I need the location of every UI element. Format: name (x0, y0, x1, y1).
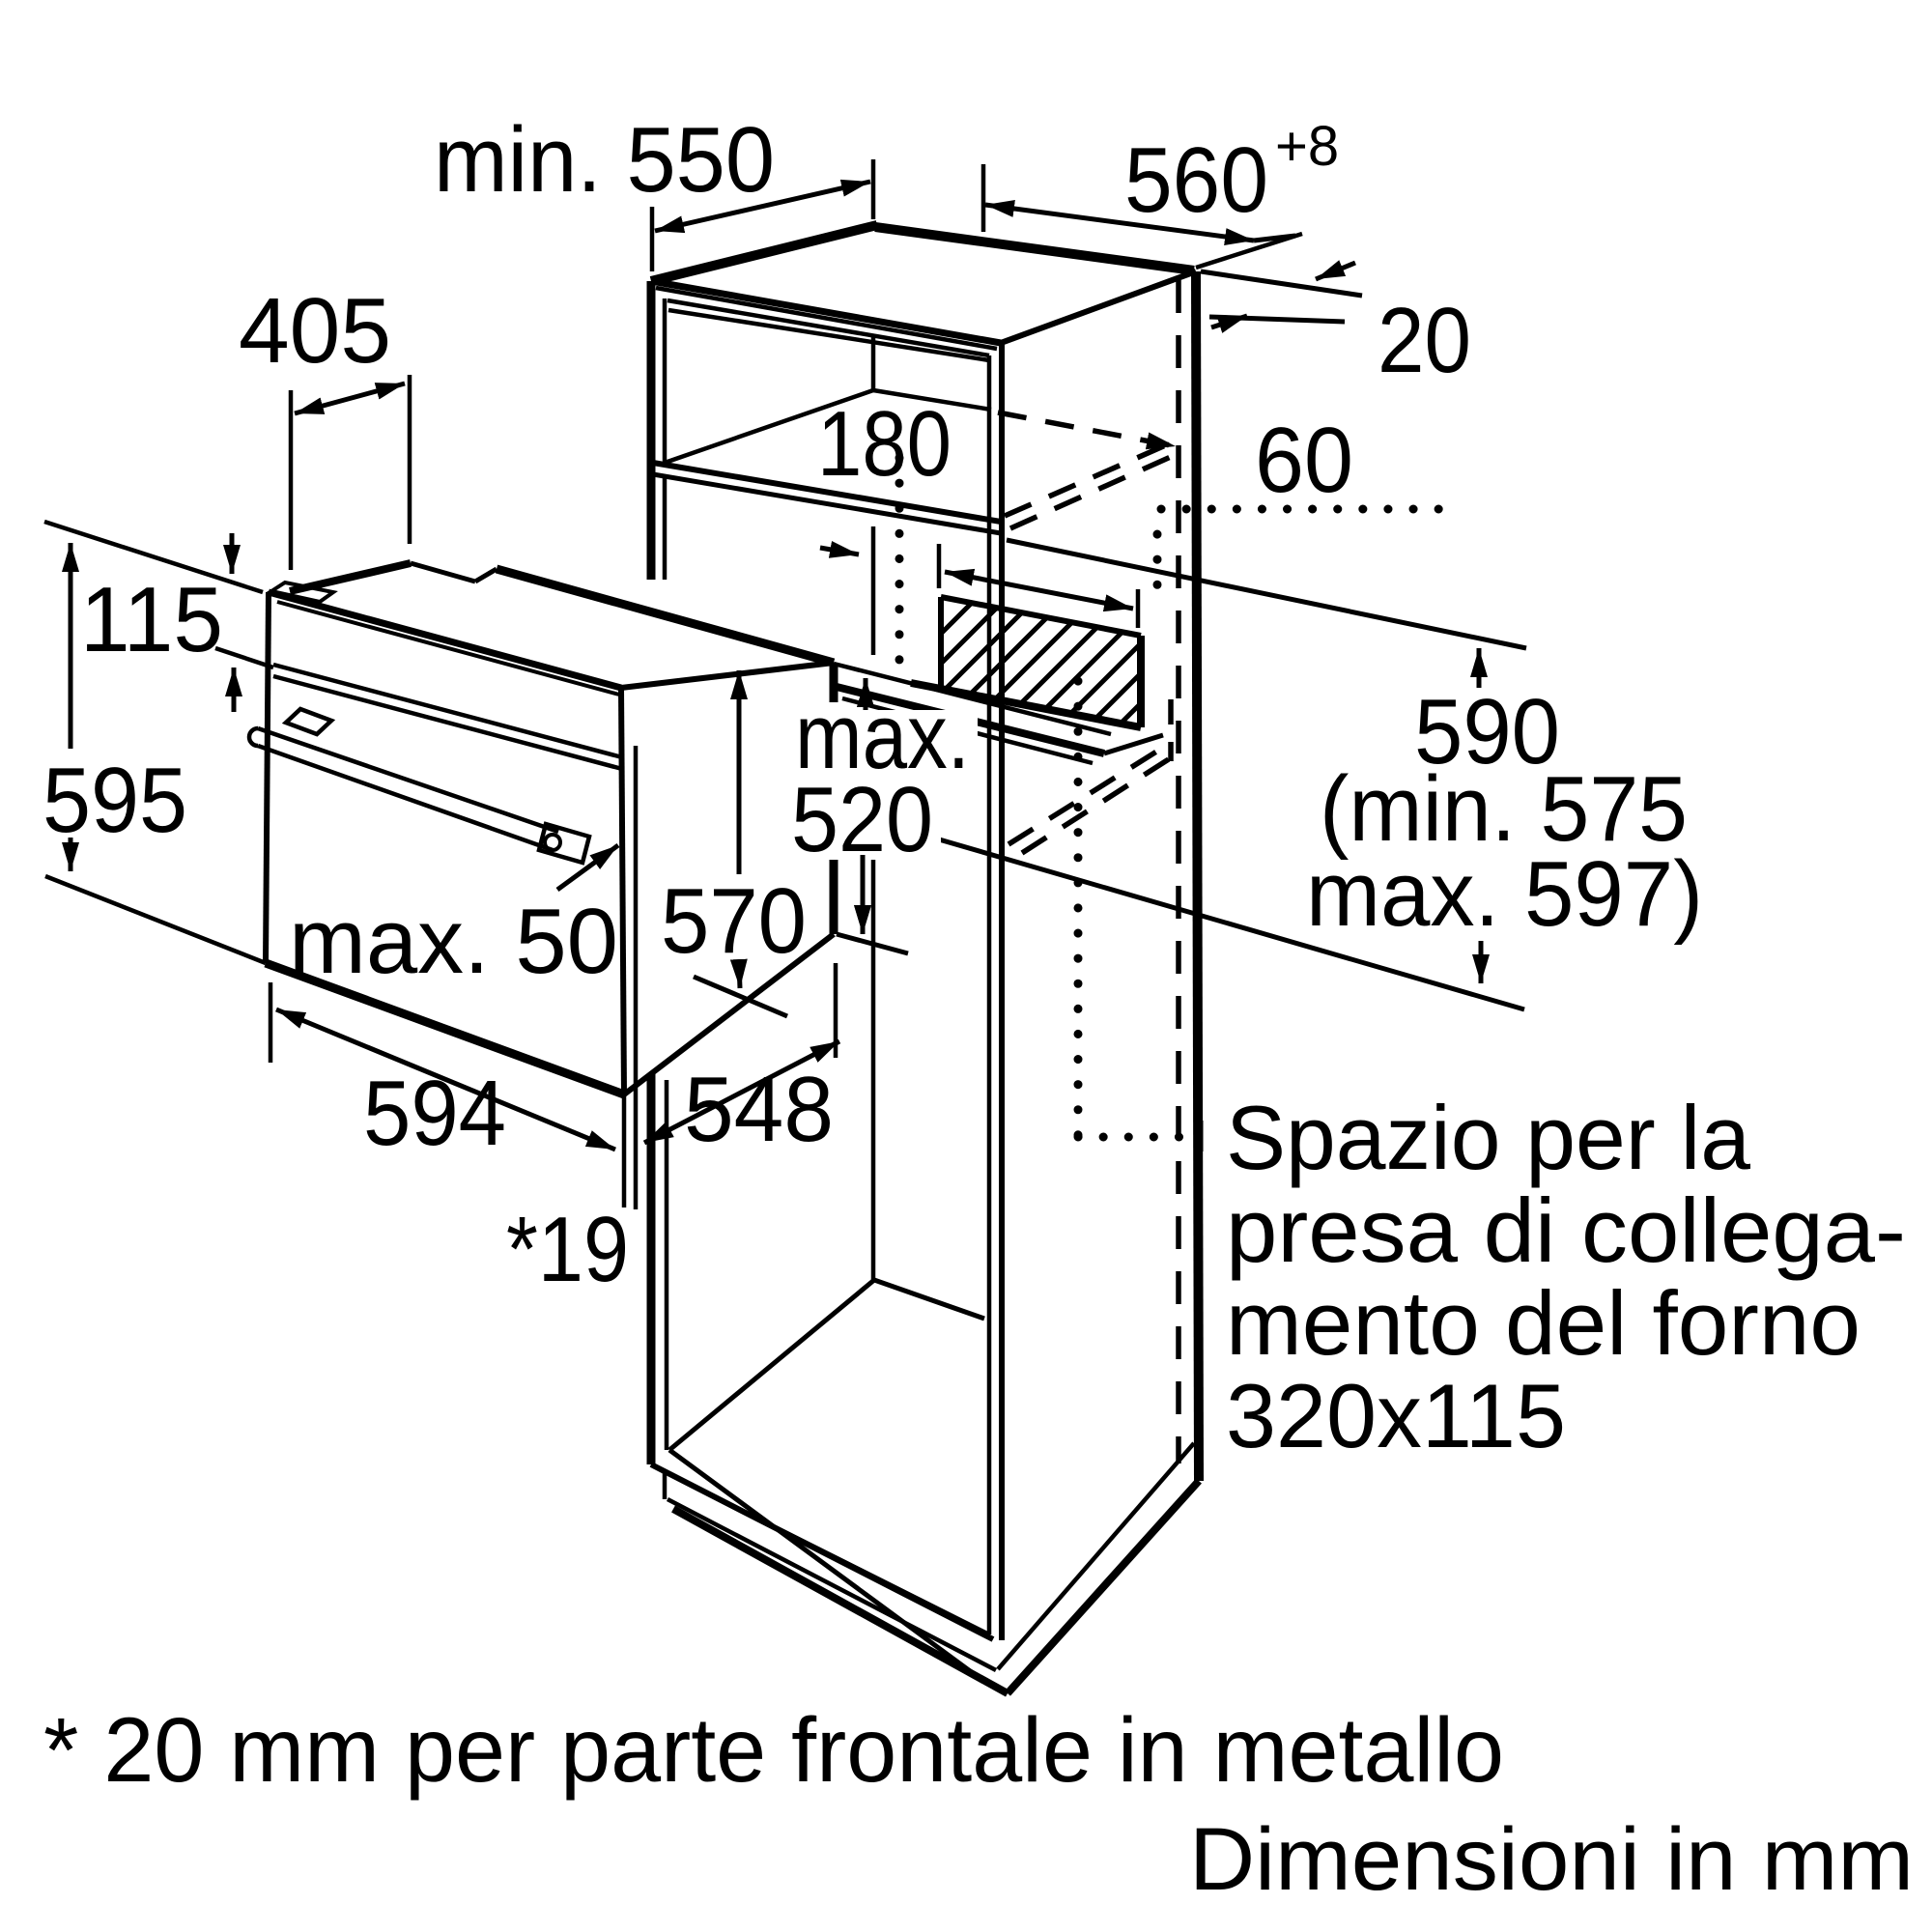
svg-text:570: 570 (661, 869, 807, 973)
svg-text:590: 590 (1414, 680, 1560, 783)
svg-text:320x115: 320x115 (1226, 1365, 1566, 1466)
svg-text:max.: max. (795, 685, 970, 788)
svg-text:405: 405 (239, 279, 391, 383)
svg-text:180: 180 (817, 392, 952, 496)
svg-text:* 20 mm per parte frontale in: * 20 mm per parte frontale in metallo (43, 1699, 1504, 1802)
svg-text:min. 550: min. 550 (434, 108, 775, 212)
svg-text:520: 520 (791, 768, 933, 871)
svg-text:Spazio per la: Spazio per la (1226, 1087, 1751, 1188)
svg-text:max. 50: max. 50 (289, 890, 618, 993)
svg-text:595: 595 (43, 749, 187, 852)
svg-text:594: 594 (363, 1062, 506, 1165)
svg-text:+8: +8 (1275, 115, 1339, 178)
svg-text:60: 60 (1255, 409, 1353, 512)
svg-text:20: 20 (1378, 289, 1471, 392)
svg-text:548: 548 (684, 1058, 834, 1161)
svg-text:115: 115 (80, 568, 223, 671)
svg-text:560: 560 (1124, 128, 1268, 232)
svg-text:mento del forno: mento del forno (1226, 1272, 1861, 1374)
svg-text:*19: *19 (506, 1198, 629, 1301)
svg-text:presa di collega-: presa di collega- (1226, 1179, 1906, 1281)
svg-text:(min. 575: (min. 575 (1320, 757, 1688, 861)
svg-text:max. 597): max. 597) (1306, 842, 1703, 946)
svg-text:Dimensioni in mm: Dimensioni in mm (1189, 1810, 1914, 1909)
